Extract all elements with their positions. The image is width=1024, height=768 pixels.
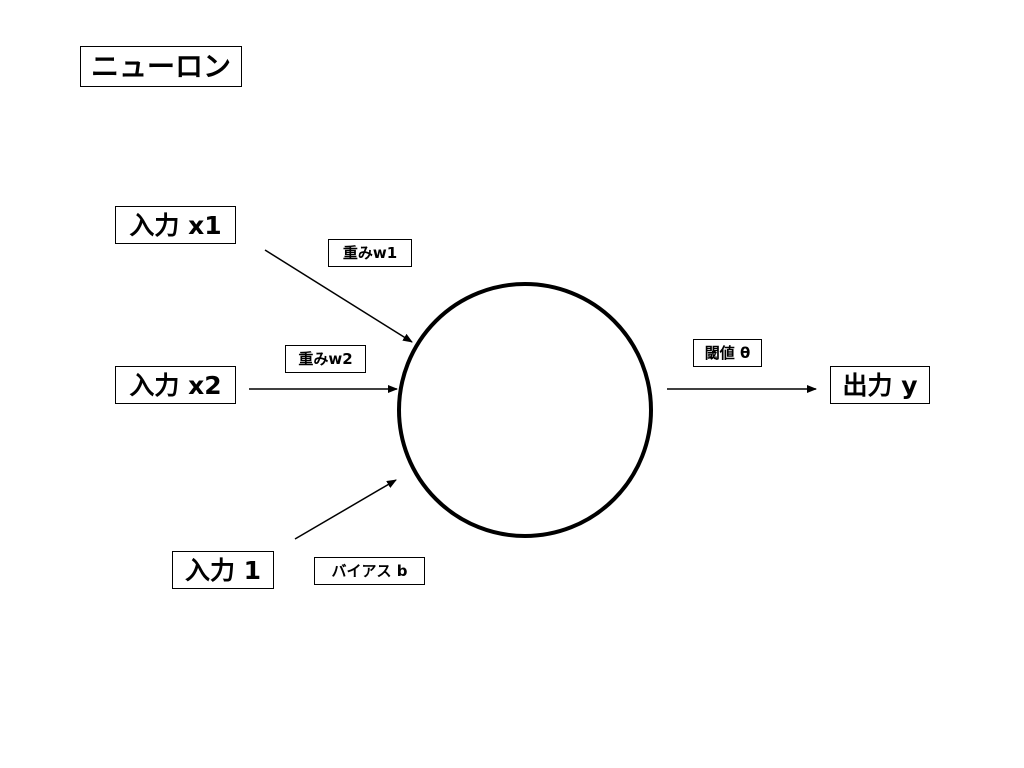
output-y-box: 出力 y [830,366,930,404]
weight-w2-label: 重みw2 [285,345,366,373]
neuron-circle [397,282,653,538]
input-x1-box: 入力 x1 [115,206,236,244]
arrow-x1-to-neuron [264,249,413,343]
arrow-bias-to-neuron [294,479,397,540]
threshold-label: 閾値 θ [693,339,762,367]
weight-w1-label: 重みw1 [328,239,412,267]
bias-label: バイアス b [314,557,425,585]
input-x2-box: 入力 x2 [115,366,236,404]
diagram-title: ニューロン [80,46,242,87]
input-bias-box: 入力 1 [172,551,274,589]
